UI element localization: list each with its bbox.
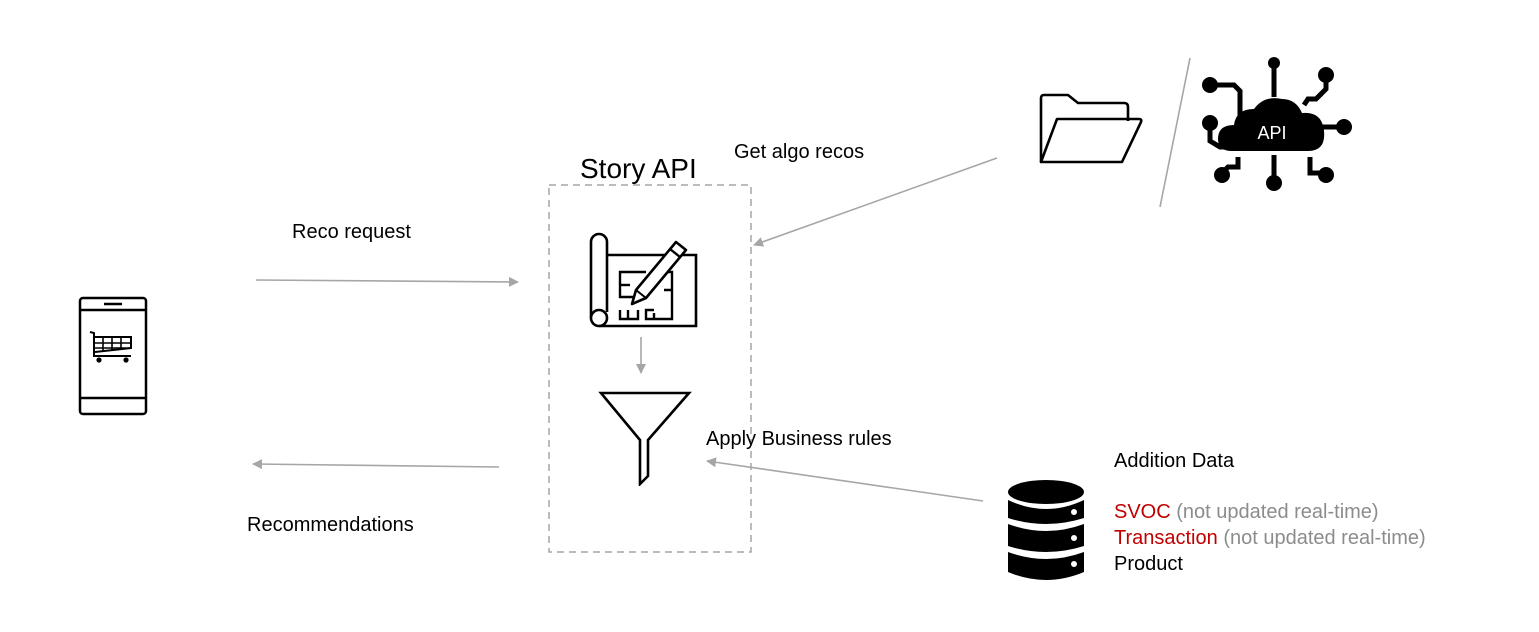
story-api-title: Story API: [580, 153, 697, 184]
reco-request-arrow: [255, 276, 519, 287]
data-source-transaction: Transaction (not updated real-time): [1114, 528, 1426, 548]
source-separator: [1159, 57, 1191, 208]
data-source-note: (not updated real-time): [1223, 527, 1426, 549]
get-algo-recos-label: Get algo recos: [734, 141, 865, 163]
reco-request-label: Reco request: [292, 221, 411, 243]
get-algo-recos-arrow: [753, 157, 998, 247]
mobile-shopping-cart-icon: [78, 296, 148, 416]
api-icon-text: API: [1257, 123, 1286, 143]
story-api-container: [548, 184, 752, 553]
addition-data-heading: Addition Data: [1114, 450, 1235, 472]
open-folder-icon: [1039, 93, 1143, 164]
data-source-name: Transaction: [1114, 527, 1218, 549]
cloud-api-icon: API: [1202, 57, 1352, 191]
blueprint-pencil-icon: [589, 232, 698, 328]
data-source-product: Product: [1114, 554, 1426, 574]
data-source-svoc: SVOC (not updated real-time): [1114, 502, 1426, 522]
database-icon: [1008, 480, 1084, 580]
addition-data-block: Addition Data SVOC (not updated real-tim…: [1114, 451, 1426, 574]
business-rules-arrow: [706, 457, 984, 502]
data-source-name: SVOC: [1114, 501, 1171, 523]
recommendations-label: Recommendations: [247, 514, 414, 536]
recommendations-arrow: [252, 459, 500, 470]
apply-business-rules-label: Apply Business rules: [706, 428, 892, 450]
data-source-note: (not updated real-time): [1176, 501, 1379, 523]
data-source-name: Product: [1114, 553, 1183, 575]
funnel-icon: [598, 391, 692, 486]
